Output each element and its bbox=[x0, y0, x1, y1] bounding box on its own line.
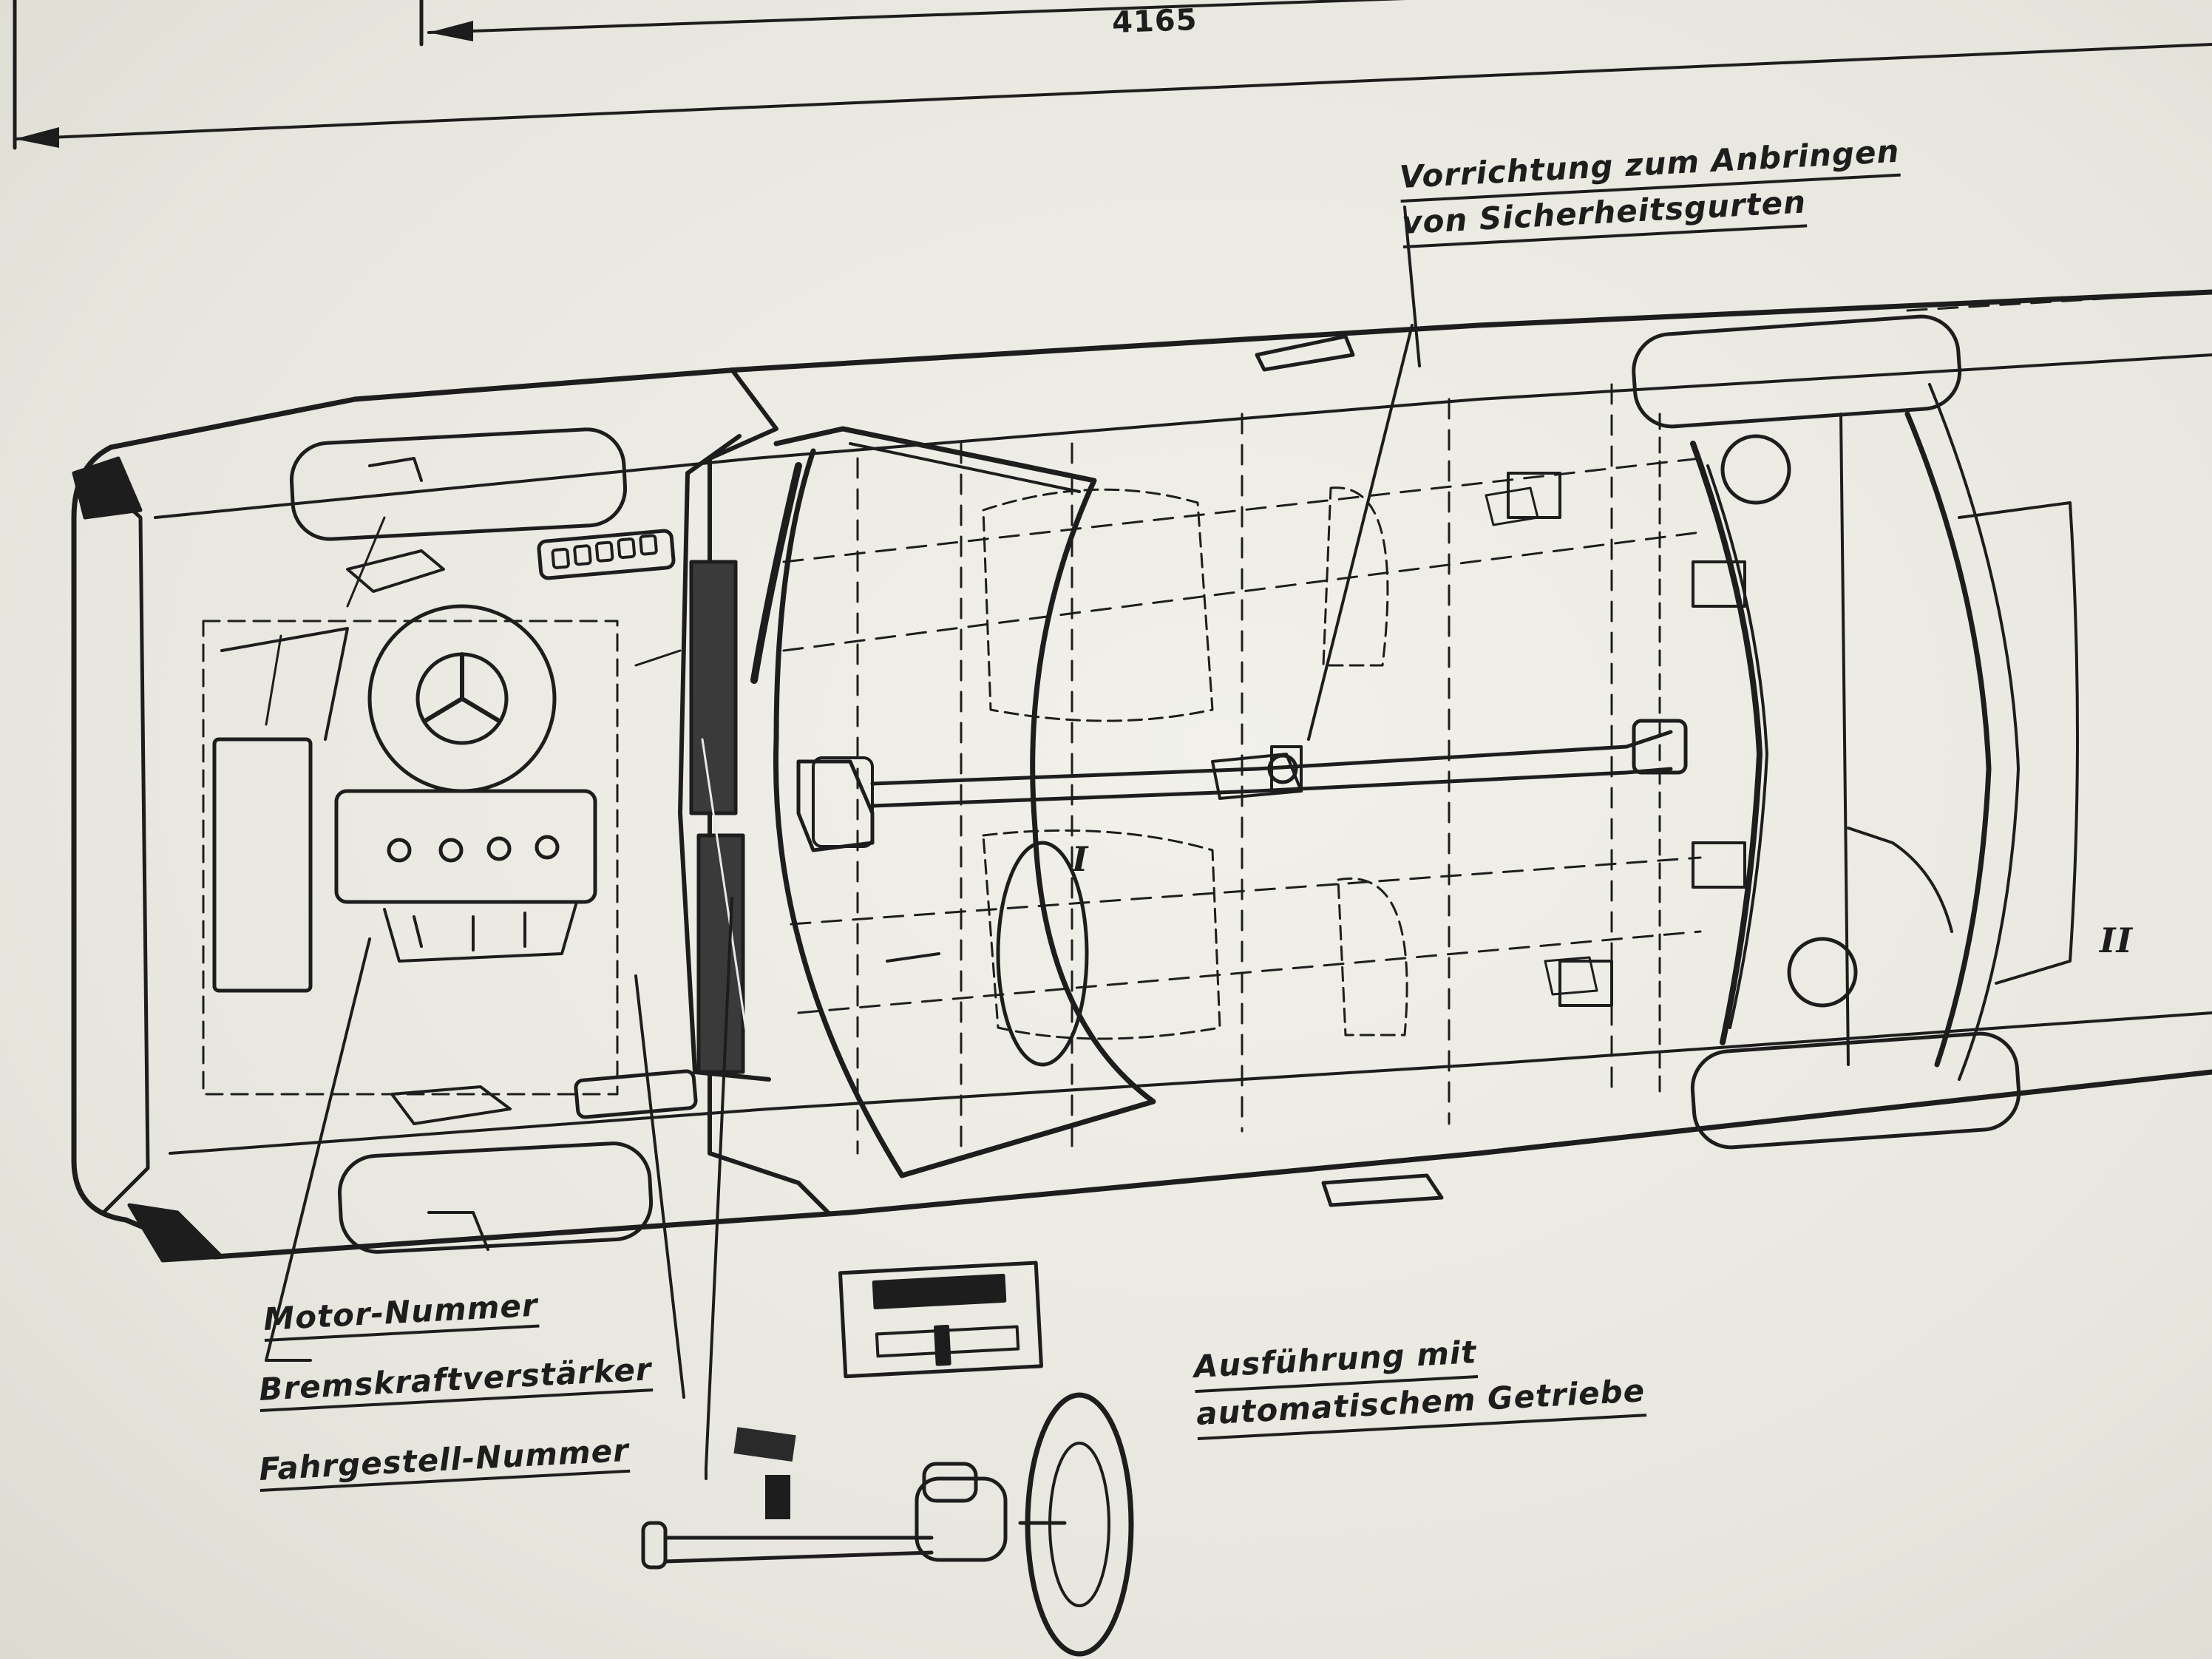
car-body-outline bbox=[71, 289, 2212, 1263]
rear-seat-marker: II bbox=[2100, 920, 2134, 960]
automatic-steering-column bbox=[641, 1392, 1134, 1657]
floor-pan-dashed bbox=[782, 291, 2212, 1155]
rear-wheels bbox=[1632, 314, 2021, 1150]
door-handles bbox=[1255, 334, 1444, 1207]
engine-block bbox=[202, 516, 682, 1096]
seats bbox=[982, 486, 1598, 1040]
dimension-label: 4165 bbox=[1111, 3, 1198, 41]
dashboard bbox=[678, 434, 771, 1082]
leader-lines bbox=[265, 206, 1421, 1480]
front-wheels bbox=[289, 427, 654, 1254]
seatbelt-anchors bbox=[1270, 472, 1746, 1007]
passenger-cabin bbox=[750, 383, 2079, 1178]
automatic-gear-selector bbox=[838, 1261, 1043, 1379]
front-seat-marker: I bbox=[1072, 839, 1089, 879]
front-vents bbox=[346, 529, 698, 1125]
steering-wheel-in-car bbox=[886, 841, 1089, 1067]
drivetrain bbox=[796, 413, 1953, 1096]
dimension-lines bbox=[13, 0, 2212, 150]
